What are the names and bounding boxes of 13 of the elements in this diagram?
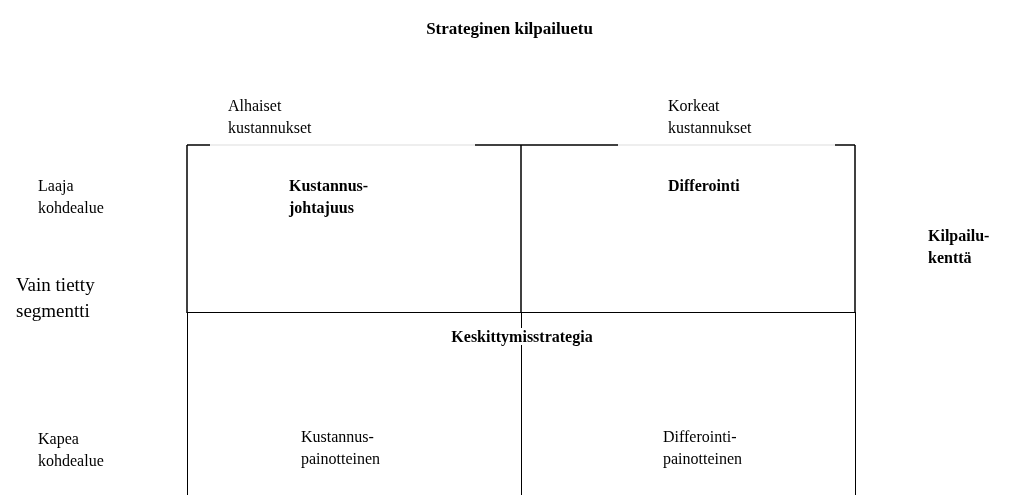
column-header: Korkeat kustannukset: [668, 96, 753, 138]
axis-label: Kilpailu- kenttä: [928, 226, 991, 268]
cell-heading: Kustannus- johtajuus: [289, 177, 369, 216]
row-label: Kapea kohdealue: [38, 429, 105, 471]
row-label: Vain tietty segmentti: [16, 273, 96, 323]
matrix-band: [187, 312, 856, 495]
row-label: Laaja kohdealue: [38, 176, 105, 218]
cell-text: Kustannus- painotteinen: [301, 428, 381, 467]
cell-text: Differointi- painotteinen: [663, 428, 743, 467]
diagram-title: Strateginen kilpailuetu: [425, 18, 594, 40]
cell-heading: Differointi: [668, 177, 740, 194]
cell-heading: Keskittymisstrategia: [451, 328, 593, 345]
column-header: Alhaiset kustannukset: [228, 96, 313, 138]
